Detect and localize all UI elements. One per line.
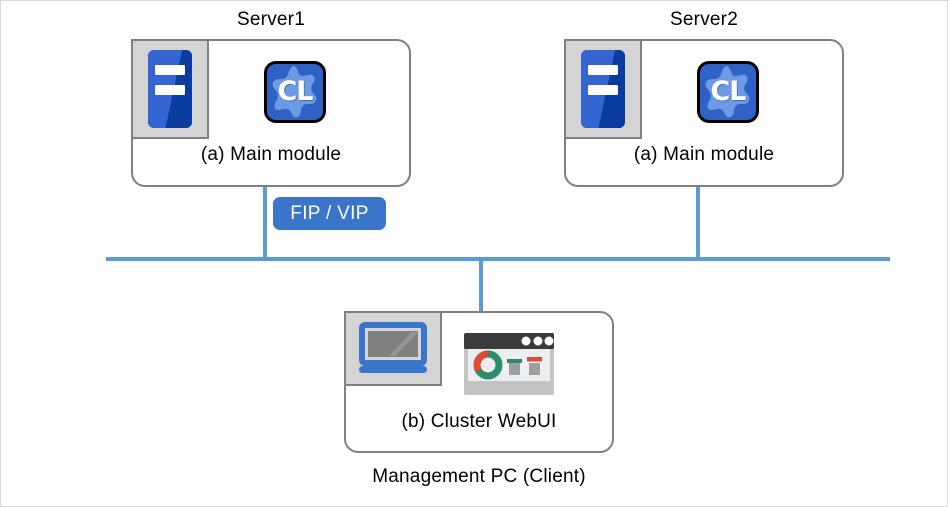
server-icon-bar-top <box>588 65 618 75</box>
management-pc-caption: (b) Cluster WebUI <box>401 411 557 432</box>
laptop-icon <box>359 321 427 373</box>
cl-icon-splash <box>705 65 750 118</box>
cl-icon-label: CL <box>710 75 746 107</box>
management-pc-title: Management PC (Client) <box>372 466 586 487</box>
webui-browser-icon <box>464 333 554 395</box>
bus-to-management-pc-wire <box>479 257 483 311</box>
server1-caption: (a) Main module <box>200 144 342 165</box>
network-bus-wire <box>106 257 890 261</box>
server2-caption: (a) Main module <box>633 144 775 165</box>
server2-to-bus-wire <box>696 187 700 261</box>
server1-to-bus-wire <box>263 187 267 261</box>
cl-icon-splash <box>272 65 317 118</box>
server2-server-icon <box>564 39 642 139</box>
server1-title: Server1 <box>237 9 305 30</box>
server1-cl-icon[interactable]: CL <box>264 61 326 123</box>
fip-vip-badge[interactable]: FIP / VIP <box>273 197 386 230</box>
server-icon <box>148 50 192 128</box>
server2-cl-icon[interactable]: CL <box>697 61 759 123</box>
cl-icon-label: CL <box>277 75 313 107</box>
server-icon-bar-bottom <box>155 85 185 95</box>
management-pc-laptop-icon <box>344 311 442 386</box>
server-icon-bar-bottom <box>588 85 618 95</box>
server2-title: Server2 <box>670 9 738 30</box>
server-icon <box>581 50 625 128</box>
server1-server-icon <box>131 39 209 139</box>
server-icon-bar-top <box>155 65 185 75</box>
management-pc-webui-icon[interactable] <box>464 333 554 400</box>
